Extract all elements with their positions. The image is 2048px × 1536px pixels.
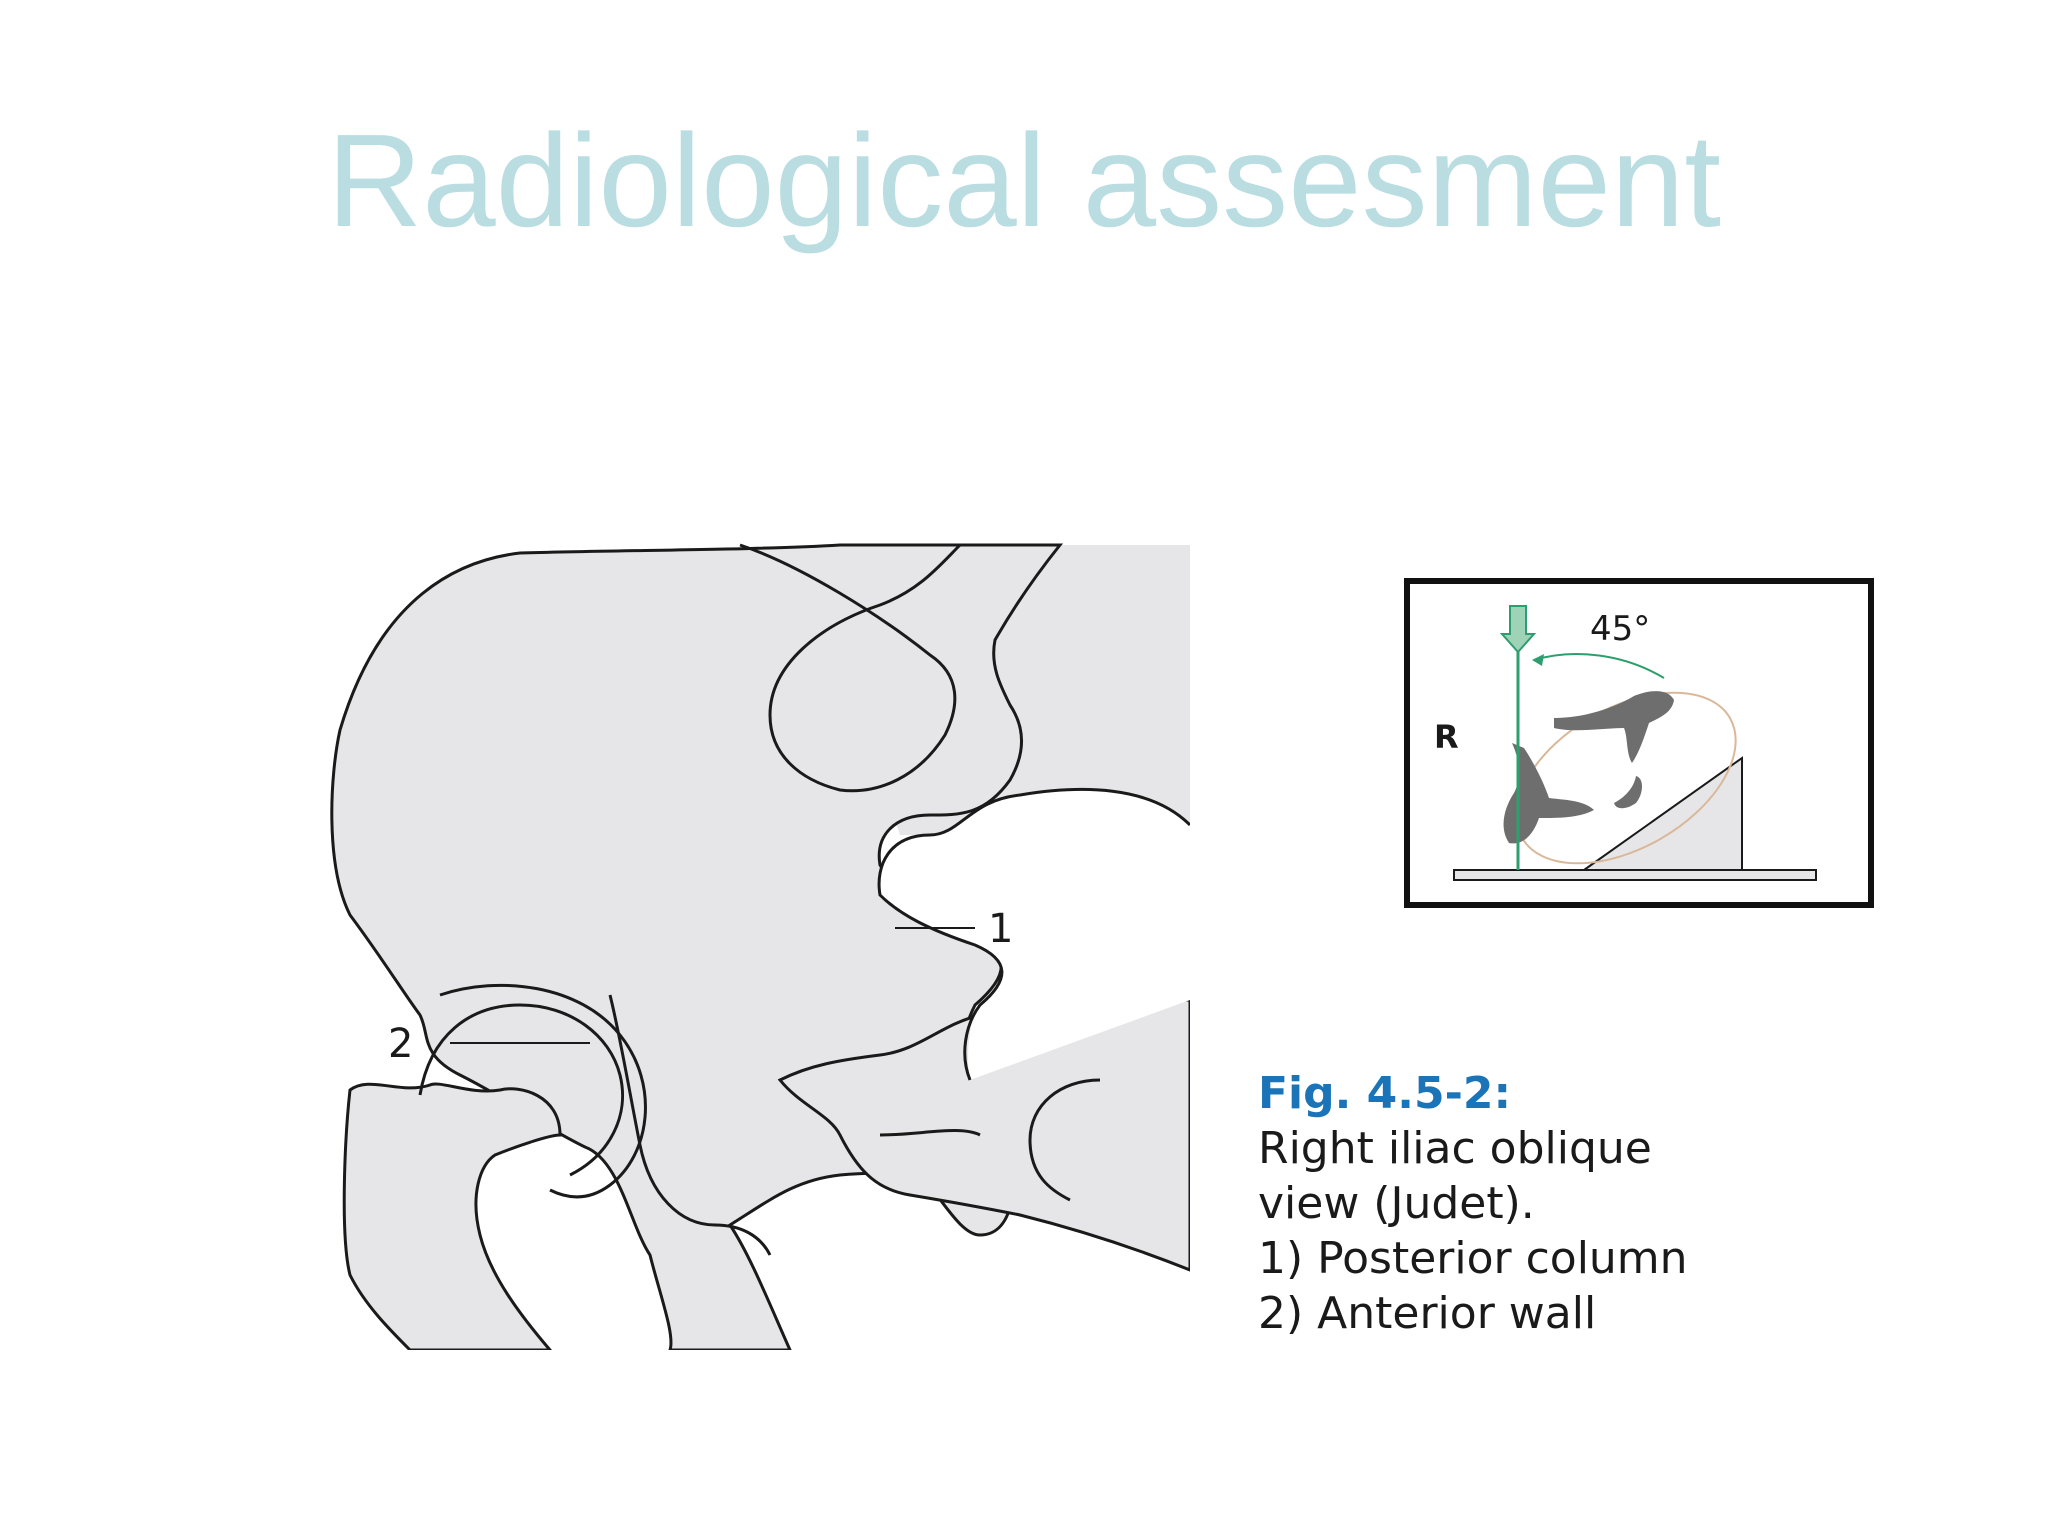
caption-line-2: view (Judet). [1258,1178,1535,1229]
posterior-column-curve [608,994,772,1256]
femur-left [342,1082,562,1350]
slide-title: Radiological assesment [326,107,1722,254]
caption-line-1: Right iliac oblique [1258,1123,1652,1174]
sciatic-notch [879,789,1190,1080]
label-1: 1 [988,906,1013,952]
figure-label: Fig. 4.5-2: [1258,1068,1512,1119]
angle-label: 45° [1590,609,1650,649]
table-plate [1453,869,1817,881]
anterior-wall-arc [418,1003,625,1177]
pelvis-bone-upper [1554,691,1674,763]
label-2: 2 [388,1021,413,1067]
caption-line-3: 1) Posterior column [1258,1233,1688,1284]
pubic-ramus [777,998,1190,1272]
obturator-curve [1028,1078,1101,1202]
side-label: R [1434,718,1459,756]
pelvis-bone-small [1614,776,1642,809]
wedge [1580,756,1743,871]
acetabulum-arc [439,983,647,1199]
inset-diagram: 45° R [1404,578,1874,908]
angle-arrow-icon [1532,654,1544,666]
ischial-line [879,1129,981,1137]
crest-loop [739,543,962,793]
angle-arc [1533,653,1665,679]
sciatic-notch-outline [877,787,1190,1081]
caption-line-4: 2) Anterior wall [1258,1288,1597,1339]
pelvis-bone-lower [1503,743,1594,844]
beam-arrow-icon [1499,605,1537,654]
pelvis-illustration: 1 2 [330,543,1190,1350]
figure-caption: Fig. 4.5-2: Right iliac oblique view (Ju… [1258,1066,1898,1341]
